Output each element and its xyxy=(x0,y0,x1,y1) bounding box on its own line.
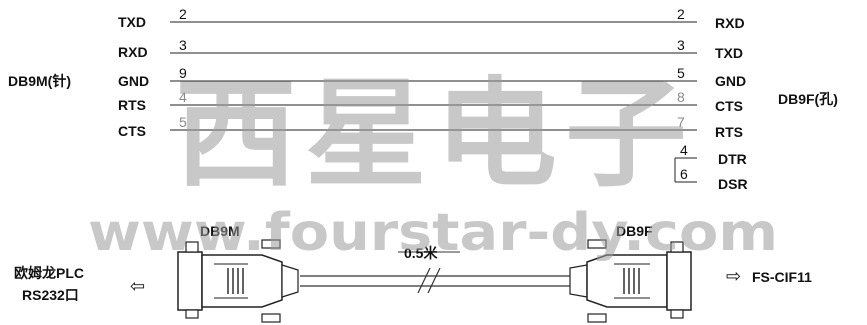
left-pin-number: 4 xyxy=(179,89,187,105)
db9f-plug: DB9F xyxy=(569,223,692,323)
right-signal-label: CTS xyxy=(715,98,743,114)
loopback-pin-number: 4 xyxy=(680,142,688,158)
left-pin-number: 9 xyxy=(179,65,187,81)
right-signal-label: GND xyxy=(715,73,746,89)
left-arrow-icon: ⇦ xyxy=(130,276,145,296)
right-pin-number: 2 xyxy=(677,6,685,22)
wire-rxd-txd: RXD 3 3 TXD xyxy=(118,37,743,61)
cable-length-label: 0.5米 xyxy=(404,245,438,261)
right-device-name: FS-CIF11 xyxy=(752,269,812,285)
left-signal-label: RTS xyxy=(118,97,146,113)
cable-assembly: 0.5米 DB9M xyxy=(177,223,692,323)
right-pin-number: 3 xyxy=(677,37,685,53)
left-signal-label: TXD xyxy=(118,14,146,30)
cable-break-mark xyxy=(427,267,441,294)
right-signal-label: RTS xyxy=(715,124,743,140)
loopback-signal-label: DTR xyxy=(718,151,747,167)
wire-rts-cts: RTS 4 8 CTS xyxy=(118,89,743,114)
right-plug-label: DB9F xyxy=(616,223,653,239)
loopback-pin-number: 6 xyxy=(680,166,688,182)
wire-cts-rts: CTS 5 7 RTS xyxy=(118,114,743,140)
right-connector-name: DB9F(孔) xyxy=(778,91,838,107)
left-pin-number: 3 xyxy=(179,37,187,53)
left-connector-name: DB9M(针) xyxy=(8,73,71,89)
wire-gnd-gnd: GND 9 5 GND xyxy=(118,65,746,89)
watermark-url: www.fourstar-dy.com xyxy=(88,203,778,263)
loopback-signal-label: DSR xyxy=(718,176,748,192)
left-device-name: 欧姆龙PLC xyxy=(14,265,84,281)
watermark: 西星电子 www.fourstar-dy.com xyxy=(88,65,778,263)
right-pin-number: 8 xyxy=(677,89,685,105)
left-device-port: RS232口 xyxy=(22,287,79,303)
right-pin-number: 5 xyxy=(677,65,685,81)
cable-break-mark xyxy=(417,267,431,294)
loopback-dtr-dsr: 4 DTR 6 DSR xyxy=(674,142,748,192)
watermark-title: 西星电子 xyxy=(175,65,695,203)
right-signal-label: RXD xyxy=(715,15,745,31)
right-arrow-icon: ⇨ xyxy=(726,266,741,286)
right-signal-label: TXD xyxy=(715,45,743,61)
left-signal-label: CTS xyxy=(118,123,146,139)
left-pin-number: 5 xyxy=(179,114,187,130)
left-plug-label: DB9M xyxy=(200,223,240,239)
left-signal-label: GND xyxy=(118,73,149,89)
left-signal-label: RXD xyxy=(118,44,148,60)
wire-txd-rxd: TXD 2 2 RXD xyxy=(118,6,745,31)
left-pin-number: 2 xyxy=(179,6,187,22)
db9m-plug: DB9M xyxy=(177,223,299,323)
right-pin-number: 7 xyxy=(677,114,685,130)
